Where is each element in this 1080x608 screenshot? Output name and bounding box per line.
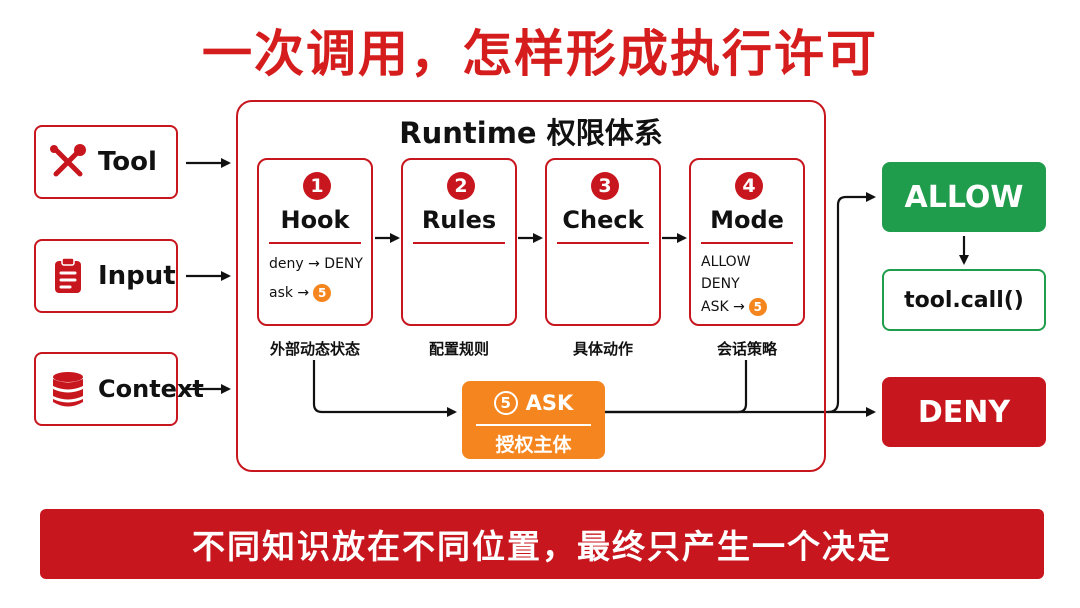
input-context: Context [34,352,204,426]
database-icon [48,369,88,409]
input-input: Input [34,239,178,313]
stage-line: ALLOW [701,254,751,270]
stage-mode: 4 Mode ALLOW DENY ASK → 5 [689,158,805,326]
stage-divider [557,242,649,244]
stage-number: 4 [735,172,763,200]
arrow-hook-ask [312,360,457,417]
ask-number: 5 [493,391,518,415]
stage-number: 1 [303,172,331,200]
tool-call-box: tool.call() [882,269,1046,331]
bottom-banner: 不同知识放在不同位置，最终只产生一个决定 [40,509,1044,579]
stage-caption: 外部动态状态 [269,340,360,358]
stage-hook: 1 Hook deny → DENY ask → 5 [257,158,373,326]
stage-divider [701,242,793,244]
stage-number: 2 [447,172,475,200]
stage-divider [269,242,361,244]
stage-line: deny → DENY [269,256,363,272]
deny-box: DENY [882,377,1046,447]
stage-caption: 会话策略 [716,340,777,358]
stage-divider [413,242,505,244]
page-title: 一次调用，怎样形成执行许可 [202,25,878,83]
allow-box: ALLOW [882,162,1046,232]
runtime-container [236,100,826,472]
ask-label: ASK [525,391,574,415]
ask-subtitle: 授权主体 [495,434,572,456]
ask-header: 5 ASK [462,391,605,415]
stage-name: Check [562,206,644,234]
stage-line: ASK → 5 [701,298,767,316]
stage-caption: 具体动作 [572,340,633,358]
ask-box [462,381,605,459]
stage-number: 3 [591,172,619,200]
stage-rules: 2 Rules [401,158,517,326]
stage-caption: 配置规则 [428,340,489,358]
stage-name: Rules [421,206,497,234]
clipboard-icon [48,256,88,296]
stage-name: Mode [710,206,784,234]
ask-ref-badge: 5 [748,298,767,316]
input-context-label: Context [98,375,204,403]
tools-icon [48,142,88,182]
stage-name: Hook [280,206,350,234]
ask-ref-badge: 5 [313,284,332,302]
runtime-title: Runtime 权限体系 [399,116,663,150]
ask-divider [476,424,591,426]
input-tool-label: Tool [98,147,157,177]
stage-line: DENY [701,276,740,292]
arrow-to-allow [827,192,876,414]
stage-line: ask → 5 [269,284,332,302]
stage-check: 3 Check [545,158,661,326]
input-tool: Tool [34,125,178,199]
input-input-label: Input [98,261,176,291]
